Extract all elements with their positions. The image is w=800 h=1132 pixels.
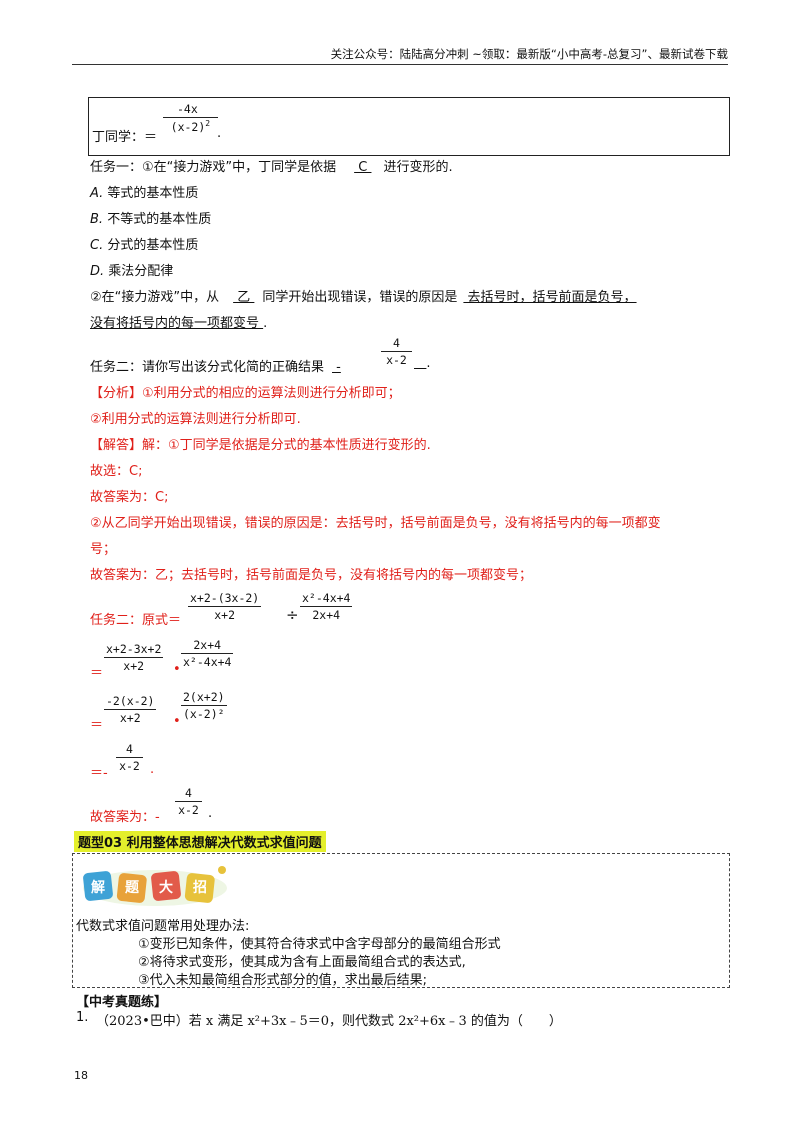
step0-fraction2: x²-4x+4 2x+4 [300,591,353,622]
page-number: 18 [74,1069,88,1082]
badge-tile [151,871,181,901]
tips-item-1: ①变形已知条件，使其符合待求式中含字母部分的最简组合形式 [138,937,501,952]
step3-end: . [150,762,155,777]
badge-char-2: 题 [125,880,139,896]
task2-answer-fraction: 4 x-2 [381,336,412,367]
ding-period: . [217,126,222,141]
solution-line2: 故选：C; [90,464,143,479]
step1-dot: • [173,662,181,677]
analysis-line2: ②利用分式的运算法则进行分析即可. [90,412,301,427]
task1-q2-line1: ②在“接力游戏”中，从 乙 同学开始出现错误，错误的原因是 去括号时，括号前面是… [90,290,637,305]
final-end: . [208,806,213,821]
ding-fraction: -4x (x-2)2 [163,102,218,134]
task1-q1-answer: C [354,160,372,175]
solution-line1: 【解答】解：①丁同学是依据是分式的基本性质进行变形的. [90,438,431,453]
badge-tile [116,873,147,903]
badge-tile [184,873,215,903]
tips-item-3: ③代入未知最简组合形式部分的值，求出最后结果; [138,973,428,988]
analysis-line1: 【分析】①利用分式的相应的运算法则进行分析即可； [90,386,401,401]
badge-char-3: 大 [159,880,173,896]
final-prefix: 故答案为：- [90,810,160,825]
practice-q1-number: 1. [76,1010,89,1025]
task2-answer-tail: . [426,356,431,371]
header-text: 关注公众号：陆陆高分冲刺 ~领取：最新版“小中高考-总复习”、最新试卷下载 [330,47,728,61]
task1-q2-line2: 没有将括号内的每一项都变号 . [90,316,268,331]
practice-q1-text: （2023•巴中）若 x 满足 x²+3x﹣5＝0，则代数式 2x²+6x﹣3 … [96,1014,562,1029]
step0-divide: ÷ [286,606,299,624]
badge-char-1: 解 [91,880,105,896]
tips-item-2: ②将待求式变形，使其成为含有上面最简组合式的表达式, [138,955,466,970]
solution-line4a: ②从乙同学开始出现错误，错误的原因是：去括号时，括号前面是负号，没有将括号内的每… [90,516,661,531]
step2-fraction2: 2(x+2) (x-2)² [181,690,227,721]
option-d: D. 乘法分配律 [90,264,174,279]
option-c: C. 分式的基本性质 [90,238,199,253]
option-a: A. 等式的基本性质 [90,186,199,201]
ding-den: (x-2)2 [170,119,211,134]
badge-char-4: 招 [193,880,207,896]
step2-eq: ＝ [90,718,104,733]
solution-line5: 故答案为：乙；去括号时，括号前面是负号，没有将括号内的每一项都变号； [90,568,533,583]
tips-badge: 解 题 大 招 [80,862,230,908]
step1-fraction2: 2x+4 x²-4x+4 [181,638,234,669]
solution-line4b: 号； [90,542,117,557]
badge-tile [83,871,113,901]
task1-q1: 任务一：①在“接力游戏”中，丁同学是依据 C 进行变形的. [90,160,453,175]
option-b: B. 不等式的基本性质 [90,212,212,227]
step3-eq: ＝- [90,766,108,781]
ding-prefix: 丁同学：＝ [92,130,158,145]
task2-question: 任务二：请你写出该分式化简的正确结果 - [90,360,341,375]
final-fraction: 4 x-2 [175,786,202,817]
section-title: 题型03 利用整体思想解决代数式求值问题 [74,831,326,852]
step2-fraction1: -2(x-2) x+2 [104,694,157,725]
step1-eq: ＝ [90,666,104,681]
step0-fraction1: x+2-(3x-2) x+2 [188,591,262,622]
tips-intro: 代数式求值问题常用处理办法: [76,919,250,934]
solution-line3: 故答案为：C; [90,490,169,505]
ding-num: -4x [163,102,218,118]
step2-dot: • [173,714,181,729]
step3-fraction: 4 x-2 [116,742,143,773]
practice-heading: 【中考真题练】 [76,995,168,1010]
tips-badge-icon [83,866,227,906]
tips-box [72,853,730,988]
ding-box [88,97,730,156]
step0-prefix: 任务二：原式＝ [90,613,182,628]
step1-fraction1: x+2-3x+2 x+2 [104,642,164,673]
header-rule [72,64,728,65]
